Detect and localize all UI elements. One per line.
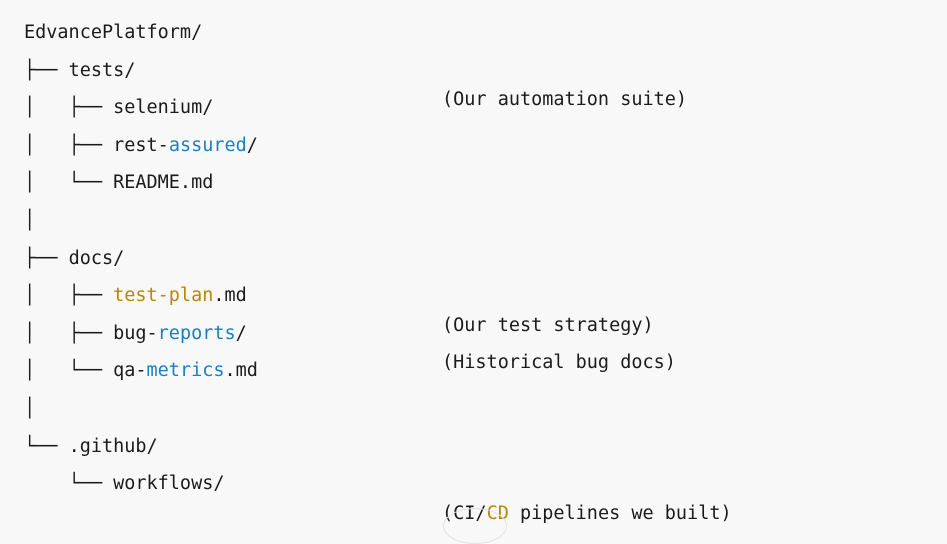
tree-entry: ├── docs/ [24, 240, 924, 278]
tree-line: │ ├── bug-reports/(Historical bug docs) [24, 315, 924, 374]
tree-line: └── workflows/(CI/CD pipelines we built) [24, 465, 924, 524]
tree-connector: │ └── [24, 360, 114, 382]
tree-entry: │ └── README.md [24, 164, 924, 202]
tree-line: ├── tests/(Our automation suite) [24, 52, 924, 111]
tree-entry-name-part: reports [157, 322, 236, 344]
comment-part: CD [486, 502, 509, 524]
tree-connector: │ ├── [24, 285, 114, 307]
comment-part: pipelines we built) [508, 502, 732, 524]
tree-line: │ ├── test-plan.md(Our test strategy) [24, 277, 924, 336]
tree-entry-name-part: workflows/ [113, 473, 225, 495]
tree-entry-name-part: / [246, 134, 258, 156]
tree-connector: │ [24, 397, 36, 419]
tree-entry-name-part: selenium/ [113, 97, 214, 119]
tree-line: │ ├── rest-assured/ [24, 127, 924, 165]
tree-line: EdvancePlatform/ [24, 14, 924, 52]
tree-line: ├── docs/ [24, 240, 924, 278]
tree-line: │ └── qa-metrics.md [24, 352, 924, 390]
tree-entry: └── .github/ [24, 428, 924, 466]
tree-connector: └── [24, 473, 114, 495]
directory-tree-listing: EdvancePlatform/├── tests/(Our automatio… [24, 14, 924, 524]
tree-line: │ [24, 202, 924, 240]
tree-entry-name-part: .md [224, 360, 258, 382]
tree-entry: │ ├── bug-reports/ [24, 315, 924, 353]
tree-entry-name-part: metrics [146, 360, 225, 382]
comment-part: (Historical bug docs) [442, 352, 676, 374]
tree-connector: ├── [24, 59, 69, 81]
tree-line: │ └── README.md [24, 164, 924, 202]
tree-connector: └── [24, 435, 69, 457]
tree-entry: └── workflows/ [24, 465, 924, 503]
tree-connector: │ ├── [24, 97, 114, 119]
tree-entry: │ [24, 202, 924, 240]
tree-entry-name-part: EdvancePlatform/ [24, 22, 203, 43]
tree-entry-name-part: / [235, 322, 247, 344]
tree-connector: │ ├── [24, 322, 114, 344]
tree-line: └── .github/ [24, 428, 924, 466]
tree-entry-name-part: tests/ [68, 59, 136, 81]
tree-line: │ ├── selenium/ [24, 89, 924, 127]
tree-entry: ├── tests/ [24, 52, 924, 90]
tree-entry-name-part: test-plan [113, 285, 214, 307]
tree-connector: │ └── [24, 172, 114, 194]
tree-entry: │ [24, 390, 924, 428]
tree-entry-name-part: bug- [113, 322, 158, 344]
tree-entry-name-part: rest- [113, 134, 169, 156]
tree-entry-comment: (CI/CD pipelines we built) [442, 503, 732, 524]
tree-connector: │ [24, 209, 36, 231]
tree-entry-name-part: .github/ [68, 435, 158, 457]
tree-entry-name-part: assured [168, 134, 247, 156]
tree-entry: │ └── qa-metrics.md [24, 352, 924, 390]
tree-entry-name-part: README.md [113, 172, 214, 194]
tree-entry-name-part: docs/ [68, 247, 125, 269]
tree-entry: │ ├── selenium/ [24, 89, 924, 127]
tree-entry: │ ├── test-plan.md [24, 277, 924, 315]
tree-entry-comment: (Our test strategy) [442, 315, 654, 336]
tree-entry-comment: (Historical bug docs) [442, 352, 676, 373]
tree-connector: ├── [24, 247, 69, 269]
tree-entry-comment: (Our automation suite) [442, 89, 687, 110]
tree-entry-name-part: .md [213, 285, 247, 307]
tree-entry: EdvancePlatform/ [24, 14, 924, 52]
comment-part: (Our test strategy) [442, 314, 654, 336]
tree-connector: │ ├── [24, 134, 114, 156]
tree-entry: │ ├── rest-assured/ [24, 127, 924, 165]
tree-entry-name-part: qa- [113, 360, 147, 382]
comment-part: (CI/ [442, 502, 487, 524]
comment-part: (Our automation suite) [442, 89, 688, 111]
tree-line: │ [24, 390, 924, 428]
